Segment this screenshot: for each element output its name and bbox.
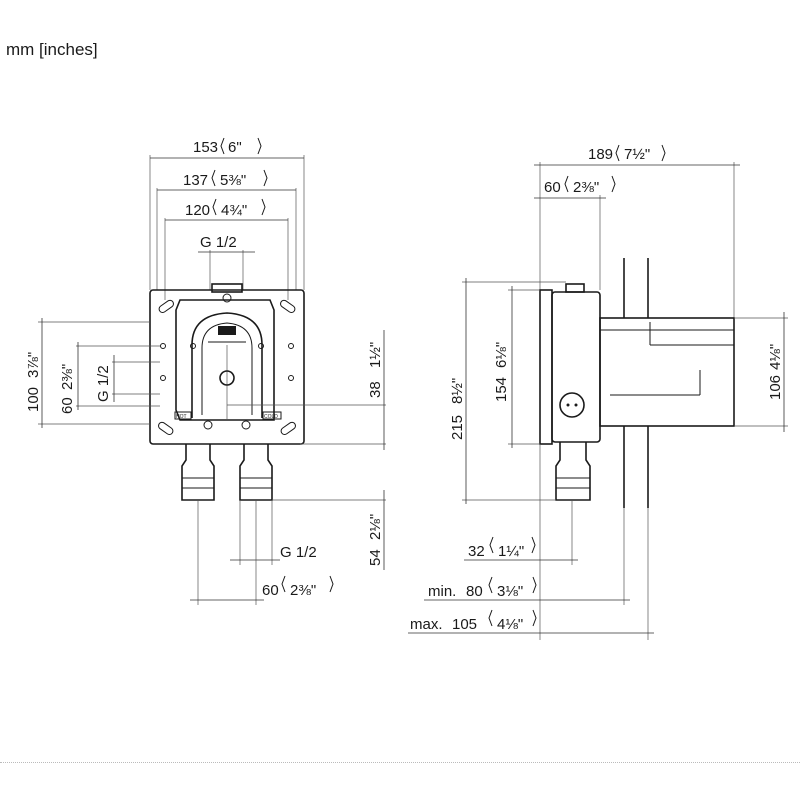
- dim-60-side-mm: 60: [544, 179, 561, 196]
- dim-min80-prefix: min.: [428, 583, 456, 600]
- dim-137-mm: 137: [183, 172, 208, 189]
- dim-120: 120 4¾": [164, 198, 289, 300]
- dim-100-in: 3⅞": [25, 352, 42, 378]
- dim-154-in: 6⅛": [493, 342, 510, 368]
- dim-32-in: 1¼": [498, 543, 524, 560]
- dim-60-side: 60 2⅜": [534, 175, 616, 290]
- dim-54-mm: 54: [367, 549, 384, 566]
- dim-38-mm: 38: [367, 381, 384, 398]
- dim-100: 100 3⅞": [25, 318, 150, 428]
- dim-100-mm: 100: [25, 387, 42, 412]
- thread-top: G 1/2: [198, 234, 255, 290]
- cold-label: COLD: [264, 414, 278, 420]
- dim-max105-in: 4⅛": [497, 616, 523, 633]
- dim-189-in: 7½": [624, 146, 650, 163]
- dim-max105-prefix: max.: [410, 616, 443, 633]
- dim-38-in: 1½": [367, 342, 384, 368]
- valve-body-side: [539, 258, 735, 508]
- dim-120-mm: 120: [185, 202, 210, 219]
- dim-60-bottom-mm: 60: [262, 582, 279, 599]
- dim-154: 154 6⅛": [493, 286, 540, 448]
- dim-153-in: 6": [228, 139, 242, 156]
- dim-215: 215 8½": [449, 278, 566, 504]
- dim-54-in: 2⅛": [367, 514, 384, 540]
- dim-max105: max. 105 4⅛": [408, 508, 654, 640]
- dim-32-mm: 32: [468, 543, 485, 560]
- dim-153-mm: 153: [193, 139, 218, 156]
- front-view: 153 6" 137 5⅜" 120 4¾" G 1/2: [25, 137, 386, 605]
- dim-137-in: 5⅜": [220, 172, 246, 189]
- thread-bottom-label: G 1/2: [280, 544, 317, 561]
- dim-60-bottom: 60 2⅜": [190, 500, 334, 605]
- dim-60-left-mm: 60: [59, 397, 76, 414]
- dim-60-bottom-in: 2⅜": [290, 582, 316, 599]
- dim-32: 32 1¼": [464, 444, 578, 640]
- thread-left-label: G 1/2: [95, 365, 112, 402]
- thread-left: G 1/2: [95, 355, 160, 402]
- dim-38: 38 1½": [227, 330, 386, 450]
- dim-189-mm: 189: [588, 146, 613, 163]
- dim-215-mm: 215: [449, 415, 466, 440]
- dim-60-side-in: 2⅜": [573, 179, 599, 196]
- dim-120-in: 4¾": [221, 202, 247, 219]
- dim-189: 189 7½": [534, 144, 740, 330]
- dim-215-in: 8½": [449, 378, 466, 404]
- dim-min80-mm: 80: [466, 583, 483, 600]
- thread-top-label: G 1/2: [200, 234, 237, 251]
- dim-60-left-in: 2⅜": [59, 364, 76, 390]
- mounting-plate: HOT COLD: [149, 283, 305, 445]
- units-label: mm [inches]: [6, 40, 98, 59]
- dim-54: 54 2⅛": [272, 490, 386, 570]
- bottom-connectors: [181, 444, 273, 501]
- dim-137: 137 5⅜": [156, 169, 297, 290]
- dim-153: 153 6": [149, 137, 305, 290]
- thread-bottom: G 1/2: [230, 500, 317, 565]
- dim-max105-mm: 105: [452, 616, 477, 633]
- dim-106-mm: 106: [767, 375, 784, 400]
- side-view: 189 7½" 60 2⅜": [408, 144, 788, 640]
- footer-rule: [0, 762, 800, 763]
- hot-label: HOT: [176, 414, 187, 420]
- dim-106-in: 4⅛": [767, 344, 784, 370]
- dim-min80: min. 80 3⅛": [424, 508, 630, 605]
- dim-60-left: 60 2⅜": [59, 342, 160, 414]
- dim-min80-in: 3⅛": [497, 583, 523, 600]
- dim-154-mm: 154: [493, 377, 510, 402]
- dim-106: 106 4⅛": [734, 312, 788, 432]
